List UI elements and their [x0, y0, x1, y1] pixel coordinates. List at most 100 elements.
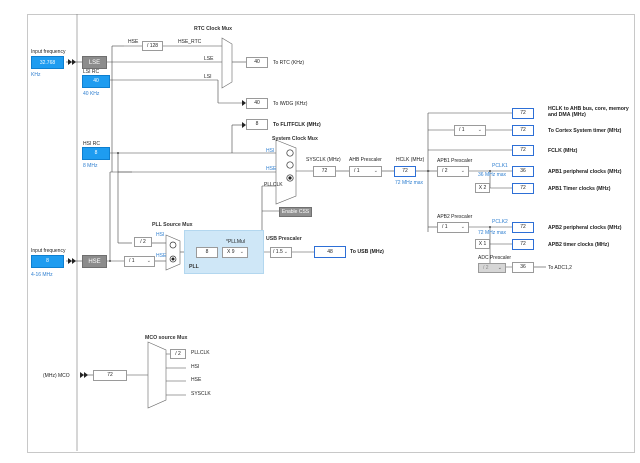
usb-output-value: 48 [314, 246, 346, 258]
sysclk-label: SYSCLK (MHz) [306, 157, 341, 163]
hclk-ahb-output-label: HCLK to AHB bus, core, memory and DMA (M… [548, 106, 629, 118]
hse-block: HSE [82, 255, 107, 268]
cortex-timer-divider-value: / 1 [459, 127, 465, 133]
rtc-output-value: 40 [246, 57, 268, 68]
apb2-timer-output-label: APB2 timer clocks (MHz) [548, 242, 610, 248]
pll-src-hse-label: HSE [156, 253, 167, 259]
lse-input-unit: KHz [31, 72, 41, 78]
apb2-max-label: 72 MHz max [478, 230, 507, 236]
apb1-prescaler-value: / 2 [442, 168, 448, 174]
chevron-down-icon: ⌄ [239, 249, 244, 255]
hclk-label: HCLK (MHz) [396, 157, 425, 163]
chevron-down-icon: ⌄ [460, 168, 465, 174]
lsi-rc-label: LSI RC [83, 69, 100, 75]
apb1-peripheral-output-label: APB1 peripheral clocks (MHz) [548, 169, 622, 175]
apb2-timer-multiplier: X 1 [475, 239, 490, 249]
lse-input-frequency-label: Input frequency [31, 49, 66, 55]
pll-src-hsi-label: HSI [156, 232, 165, 238]
apb2-peripheral-output-value: 72 [512, 222, 534, 233]
lse-block: LSE [82, 56, 107, 69]
hclk-max-label: 72 MHz max [395, 180, 424, 186]
pll-mul-value: X 9 [227, 249, 235, 255]
mco-output-label: (MHz) MCO [43, 373, 70, 379]
hclk-field[interactable]: 72 [394, 166, 416, 177]
mco-pllclk-label: PLLCLK [191, 350, 210, 356]
pll-label: PLL [189, 264, 199, 270]
cortex-timer-divider-select[interactable]: / 1 ⌄ [454, 125, 486, 136]
mco-output-value: 72 [93, 370, 127, 381]
usb-prescaler-label: USB Prescaler [266, 236, 302, 242]
pclk1-label: PCLK1 [492, 163, 508, 169]
usb-prescaler-select[interactable]: / 1.5⌄ [270, 247, 292, 258]
fclk-output-value: 72 [512, 145, 534, 156]
mco-hsi-label: HSI [191, 364, 200, 370]
pll-mul-select[interactable]: X 9 ⌄ [222, 247, 248, 258]
apb1-prescaler-select[interactable]: / 2 ⌄ [437, 166, 469, 177]
apb1-timer-output-label: APB1 Timer clocks (MHz) [548, 186, 611, 192]
adc-prescaler-value: / 2 [483, 265, 489, 271]
adc-prescaler-select[interactable]: / 2 ⌄ [478, 263, 506, 273]
sysclk-value: 72 [313, 166, 336, 177]
apb1-timer-multiplier: X 2 [475, 183, 490, 193]
pll-input-value: 8 [196, 247, 218, 258]
cortex-timer-output-value: 72 [512, 125, 534, 136]
ahb-prescaler-label: AHB Prescaler [349, 157, 382, 163]
rtc-output-label: To RTC (KHz) [273, 60, 305, 66]
rtc-hse-rtc-label: HSE_RTC [178, 39, 202, 45]
apb1-max-label: 36 MHz max [478, 172, 507, 178]
chevron-down-icon: ⌄ [460, 224, 465, 230]
hse-input-range: 4-16 MHz [31, 272, 53, 278]
apb2-prescaler-value: / 1 [442, 224, 448, 230]
apb1-prescaler-label: APB1 Prescaler [437, 158, 473, 164]
hse-input-frequency-label: Input frequency [31, 248, 66, 254]
hsi-rc-unit: 8 MHz [83, 163, 98, 169]
iwdg-output-label: To IWDG (KHz) [273, 101, 308, 107]
flitfclk-output-value: 8 [246, 119, 268, 130]
pll-mul-label: *PLLMul [226, 239, 245, 245]
ahb-prescaler-select[interactable]: / 1⌄ [349, 166, 382, 177]
ahb-prescaler-value: / 1 [354, 168, 360, 174]
lse-input-frequency-field[interactable]: 32.768 [31, 56, 64, 69]
rtc-hse-label: HSE [128, 39, 139, 45]
cortex-timer-output-label: To Cortex System timer (MHz) [548, 128, 622, 134]
adc-prescaler-label: ADC Prescaler [478, 255, 512, 261]
apb2-prescaler-label: APB2 Prescaler [437, 214, 473, 220]
pll-hsi-div2: / 2 [134, 237, 152, 247]
usb-output-label: To USB (MHz) [350, 249, 384, 255]
enable-css-button[interactable]: Enable CSS [279, 207, 312, 217]
sysclk-mux-hsi-label: HSI [266, 148, 275, 154]
sysclk-mux-hse-label: HSE [266, 166, 277, 172]
usb-prescaler-value: / 1.5 [273, 249, 283, 255]
rtc-clock-mux-title: RTC Clock Mux [194, 26, 233, 32]
rtc-lsi-label: LSI [204, 74, 212, 80]
hclk-ahb-output-value: 72 [512, 108, 534, 119]
adc-output-value: 36 [512, 262, 534, 273]
mco-pllclk-div2: / 2 [170, 349, 186, 359]
rtc-lse-label: LSE [204, 56, 214, 62]
hse-input-frequency-field[interactable]: 8 [31, 255, 64, 268]
rtc-hse-div128: / 128 [142, 41, 163, 51]
chevron-down-icon: ⌄ [497, 265, 502, 271]
hse-pll-divider-value: / 1 [129, 258, 135, 264]
chevron-down-icon: ⌄ [477, 127, 482, 133]
apb1-timer-output-value: 72 [512, 183, 534, 194]
mco-hse-label: HSE [191, 377, 202, 383]
flitfclk-output-label: To FLITFCLK (MHz) [273, 122, 321, 128]
chevron-down-icon: ⌄ [283, 249, 288, 255]
hsi-rc-value: 8 [82, 147, 110, 160]
pclk2-label: PCLK2 [492, 219, 508, 225]
mco-sysclk-label: SYSCLK [191, 391, 211, 397]
apb2-timer-output-value: 72 [512, 239, 534, 250]
apb1-peripheral-output-value: 36 [512, 166, 534, 177]
lsi-rc-value: 40 [82, 75, 110, 88]
hsi-rc-label: HSI RC [83, 141, 100, 147]
adc-output-label: To ADC1,2 [548, 265, 572, 271]
sysclk-mux-pllclk-label: PLLCLK [264, 182, 283, 188]
pll-source-mux-title: PLL Source Mux [152, 222, 193, 228]
system-clock-mux-title: System Clock Mux [272, 136, 318, 142]
chevron-down-icon: ⌄ [146, 258, 151, 264]
hse-pll-divider-select[interactable]: / 1 ⌄ [124, 256, 155, 267]
apb2-prescaler-select[interactable]: / 1 ⌄ [437, 222, 469, 233]
